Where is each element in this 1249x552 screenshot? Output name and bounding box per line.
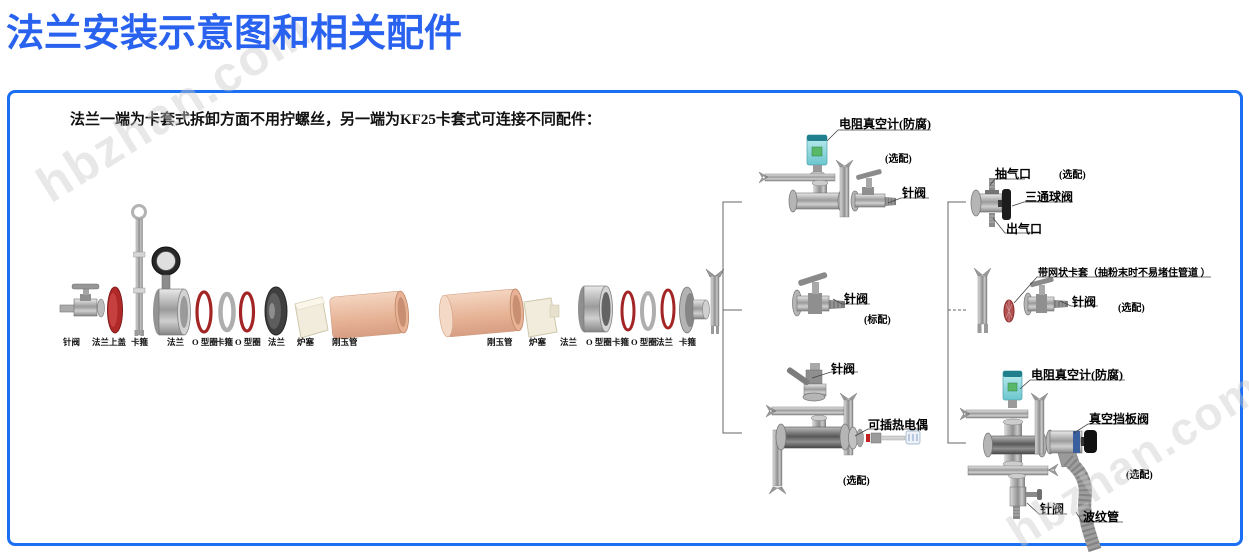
part-label-oring-3: O 型圈 xyxy=(586,337,612,347)
callout-three-way-ball-valve: 三通球阀 xyxy=(1025,190,1074,204)
callout-bellows: 波纹管 xyxy=(1083,510,1120,524)
callout-optional-2: (选配) xyxy=(843,476,870,487)
part-label-clamp-2: 卡箍 xyxy=(216,337,234,347)
part-label-corundum-tube-2: 刚玉管 xyxy=(487,337,513,347)
callout-needle-valve-2: 针阀 xyxy=(844,292,869,306)
callout-suction-port: 抽气口 xyxy=(995,167,1032,181)
part-label-furnace-plug-1: 炉塞 xyxy=(297,337,315,347)
part-label-clamp-3: 卡箍 xyxy=(612,337,630,347)
callout-outlet-port: 出气口 xyxy=(1006,222,1043,236)
callout-thermocouple: 可插热电偶 xyxy=(868,418,929,432)
intro-text: 法兰一端为卡套式拆卸方面不用拧螺丝，另一端为KF25卡套式可连接不同配件： xyxy=(70,112,601,128)
part-label-furnace-plug-2: 炉塞 xyxy=(529,337,547,347)
callout-standard: (标配) xyxy=(864,315,891,326)
part-label-clamp-1: 卡箍 xyxy=(131,337,149,347)
callout-optional-1: (选配) xyxy=(885,154,912,165)
part-label-corundum-tube-1: 刚玉管 xyxy=(332,337,358,347)
callout-optional-4: (选配) xyxy=(1118,303,1145,314)
callout-vacuum-gauge-1: 电阻真空计(防腐) xyxy=(839,117,931,131)
part-label-flange-2: 法兰 xyxy=(268,337,286,347)
diagram-panel xyxy=(7,90,1243,546)
part-label-oring-4: O 型圈 xyxy=(631,337,657,347)
callout-mesh-sleeve: 带网状卡套（抽粉末时不易堵住管道 ） xyxy=(1038,268,1211,279)
callout-flapper-valve: 真空挡板阀 xyxy=(1089,412,1150,426)
part-label-flange-1: 法兰 xyxy=(167,337,185,347)
part-label-flange-3: 法兰 xyxy=(560,337,578,347)
part-label-oring-2: O 型圈 xyxy=(235,337,261,347)
callout-optional-5: (选配) xyxy=(1126,470,1153,481)
callout-needle-valve-4: 针阀 xyxy=(1072,295,1097,309)
part-label-flange-top-cover: 法兰上盖 xyxy=(92,337,127,347)
part-label-flange-4: 法兰 xyxy=(656,337,674,347)
part-label-oring-1: O 型圈 xyxy=(192,337,218,347)
part-label-needle-valve: 针阀 xyxy=(63,337,81,347)
page-title: 法兰安装示意图和相关配件 xyxy=(6,13,463,55)
callout-needle-valve-3: 针阀 xyxy=(831,362,856,376)
callout-vacuum-gauge-2: 电阻真空计(防腐) xyxy=(1031,368,1123,382)
part-label-clamp-4: 卡箍 xyxy=(679,337,697,347)
callout-needle-valve-1: 针阀 xyxy=(902,186,927,200)
callout-needle-valve-5: 针阀 xyxy=(1040,502,1065,516)
callout-optional-3: (选配) xyxy=(1059,170,1086,181)
